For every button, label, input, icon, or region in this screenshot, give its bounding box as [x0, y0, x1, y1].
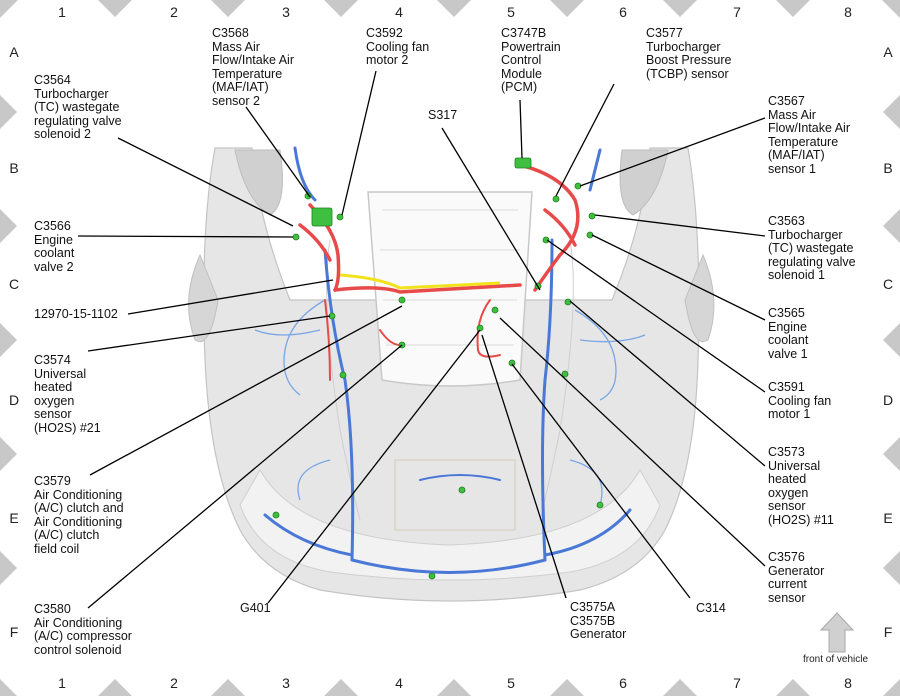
leader-lines — [77, 70, 766, 609]
grid-row-d-right: D — [882, 392, 894, 408]
callout-c3575: C3575A C3575B Generator — [570, 600, 627, 641]
callout-c3747b: C3747B Powertrain Control Module (PCM) — [501, 26, 561, 94]
grid-row-f-right: F — [883, 624, 893, 640]
grid-col-4-top: 4 — [395, 4, 403, 20]
grid-col-6-bottom: 6 — [619, 675, 627, 691]
grid-row-b-right: B — [883, 160, 893, 176]
grid-col-8-bottom: 8 — [844, 675, 852, 691]
grid-col-1-top: 1 — [58, 4, 66, 20]
callout-c3579: C3579 Air Conditioning (A/C) clutch and … — [34, 474, 124, 556]
grid-row-e-right: E — [883, 510, 893, 526]
callout-g401: G401 — [240, 601, 271, 615]
yellow-harness — [339, 273, 501, 290]
callout-harness-12970: 12970-15-1102 — [34, 307, 118, 321]
front-of-vehicle-label: front of vehicle — [803, 654, 869, 665]
vehicle-body — [188, 147, 715, 602]
callout-c3574: C3574 Universal heated oxygen sensor (HO… — [34, 353, 101, 435]
callout-c3566: C3566 Engine coolant valve 2 — [34, 219, 75, 274]
blue-harness — [263, 146, 632, 574]
grid-row-e-left: E — [9, 510, 19, 526]
grid-col-7-bottom: 7 — [733, 675, 741, 691]
callout-c3591: C3591 Cooling fan motor 1 — [768, 380, 832, 421]
grid-row-b-left: B — [9, 160, 19, 176]
callout-c3563: C3563 Turbocharger (TC) wastegate regula… — [768, 214, 856, 282]
grid-col-8-top: 8 — [844, 4, 852, 20]
thin-blue-wires — [254, 299, 646, 506]
callout-c314: C314 — [696, 601, 726, 615]
grid-col-5-bottom: 5 — [507, 675, 515, 691]
callout-c3568: C3568 Mass Air Flow/Intake Air Temperatu… — [212, 26, 294, 108]
callout-c3577: C3577 Turbocharger Boost Pressure (TCBP)… — [646, 26, 732, 81]
grid-col-4-bottom: 4 — [395, 675, 403, 691]
callout-c3580: C3580 Air Conditioning (A/C) compressor … — [34, 602, 132, 657]
grid-row-a-left: A — [9, 44, 19, 60]
grid-row-d-left: D — [8, 392, 20, 408]
grid-col-3-bottom: 3 — [282, 675, 290, 691]
grid-col-3-top: 3 — [282, 4, 290, 20]
grid-col-6-top: 6 — [619, 4, 627, 20]
grid-col-1-bottom: 1 — [58, 675, 66, 691]
grid-col-2-bottom: 2 — [170, 675, 178, 691]
callout-c3567: C3567 Mass Air Flow/Intake Air Temperatu… — [768, 94, 850, 176]
grid-row-c-left: C — [8, 276, 20, 292]
callout-c3576: C3576 Generator current sensor — [768, 550, 825, 605]
grid-row-a-right: A — [883, 44, 893, 60]
callout-c3592: C3592 Cooling fan motor 2 — [366, 26, 430, 67]
grid-col-7-top: 7 — [733, 4, 741, 20]
grid-col-2-top: 2 — [170, 4, 178, 20]
grid-row-c-right: C — [882, 276, 894, 292]
callout-c3573: C3573 Universal heated oxygen sensor (HO… — [768, 445, 834, 527]
callout-c3564: C3564 Turbocharger (TC) wastegate regula… — [34, 73, 122, 141]
grid-col-5-top: 5 — [507, 4, 515, 20]
grid-row-f-left: F — [9, 624, 19, 640]
callout-c3565: C3565 Engine coolant valve 1 — [768, 306, 809, 361]
front-arrow-icon — [819, 612, 855, 653]
callout-s317: S317 — [428, 108, 458, 122]
